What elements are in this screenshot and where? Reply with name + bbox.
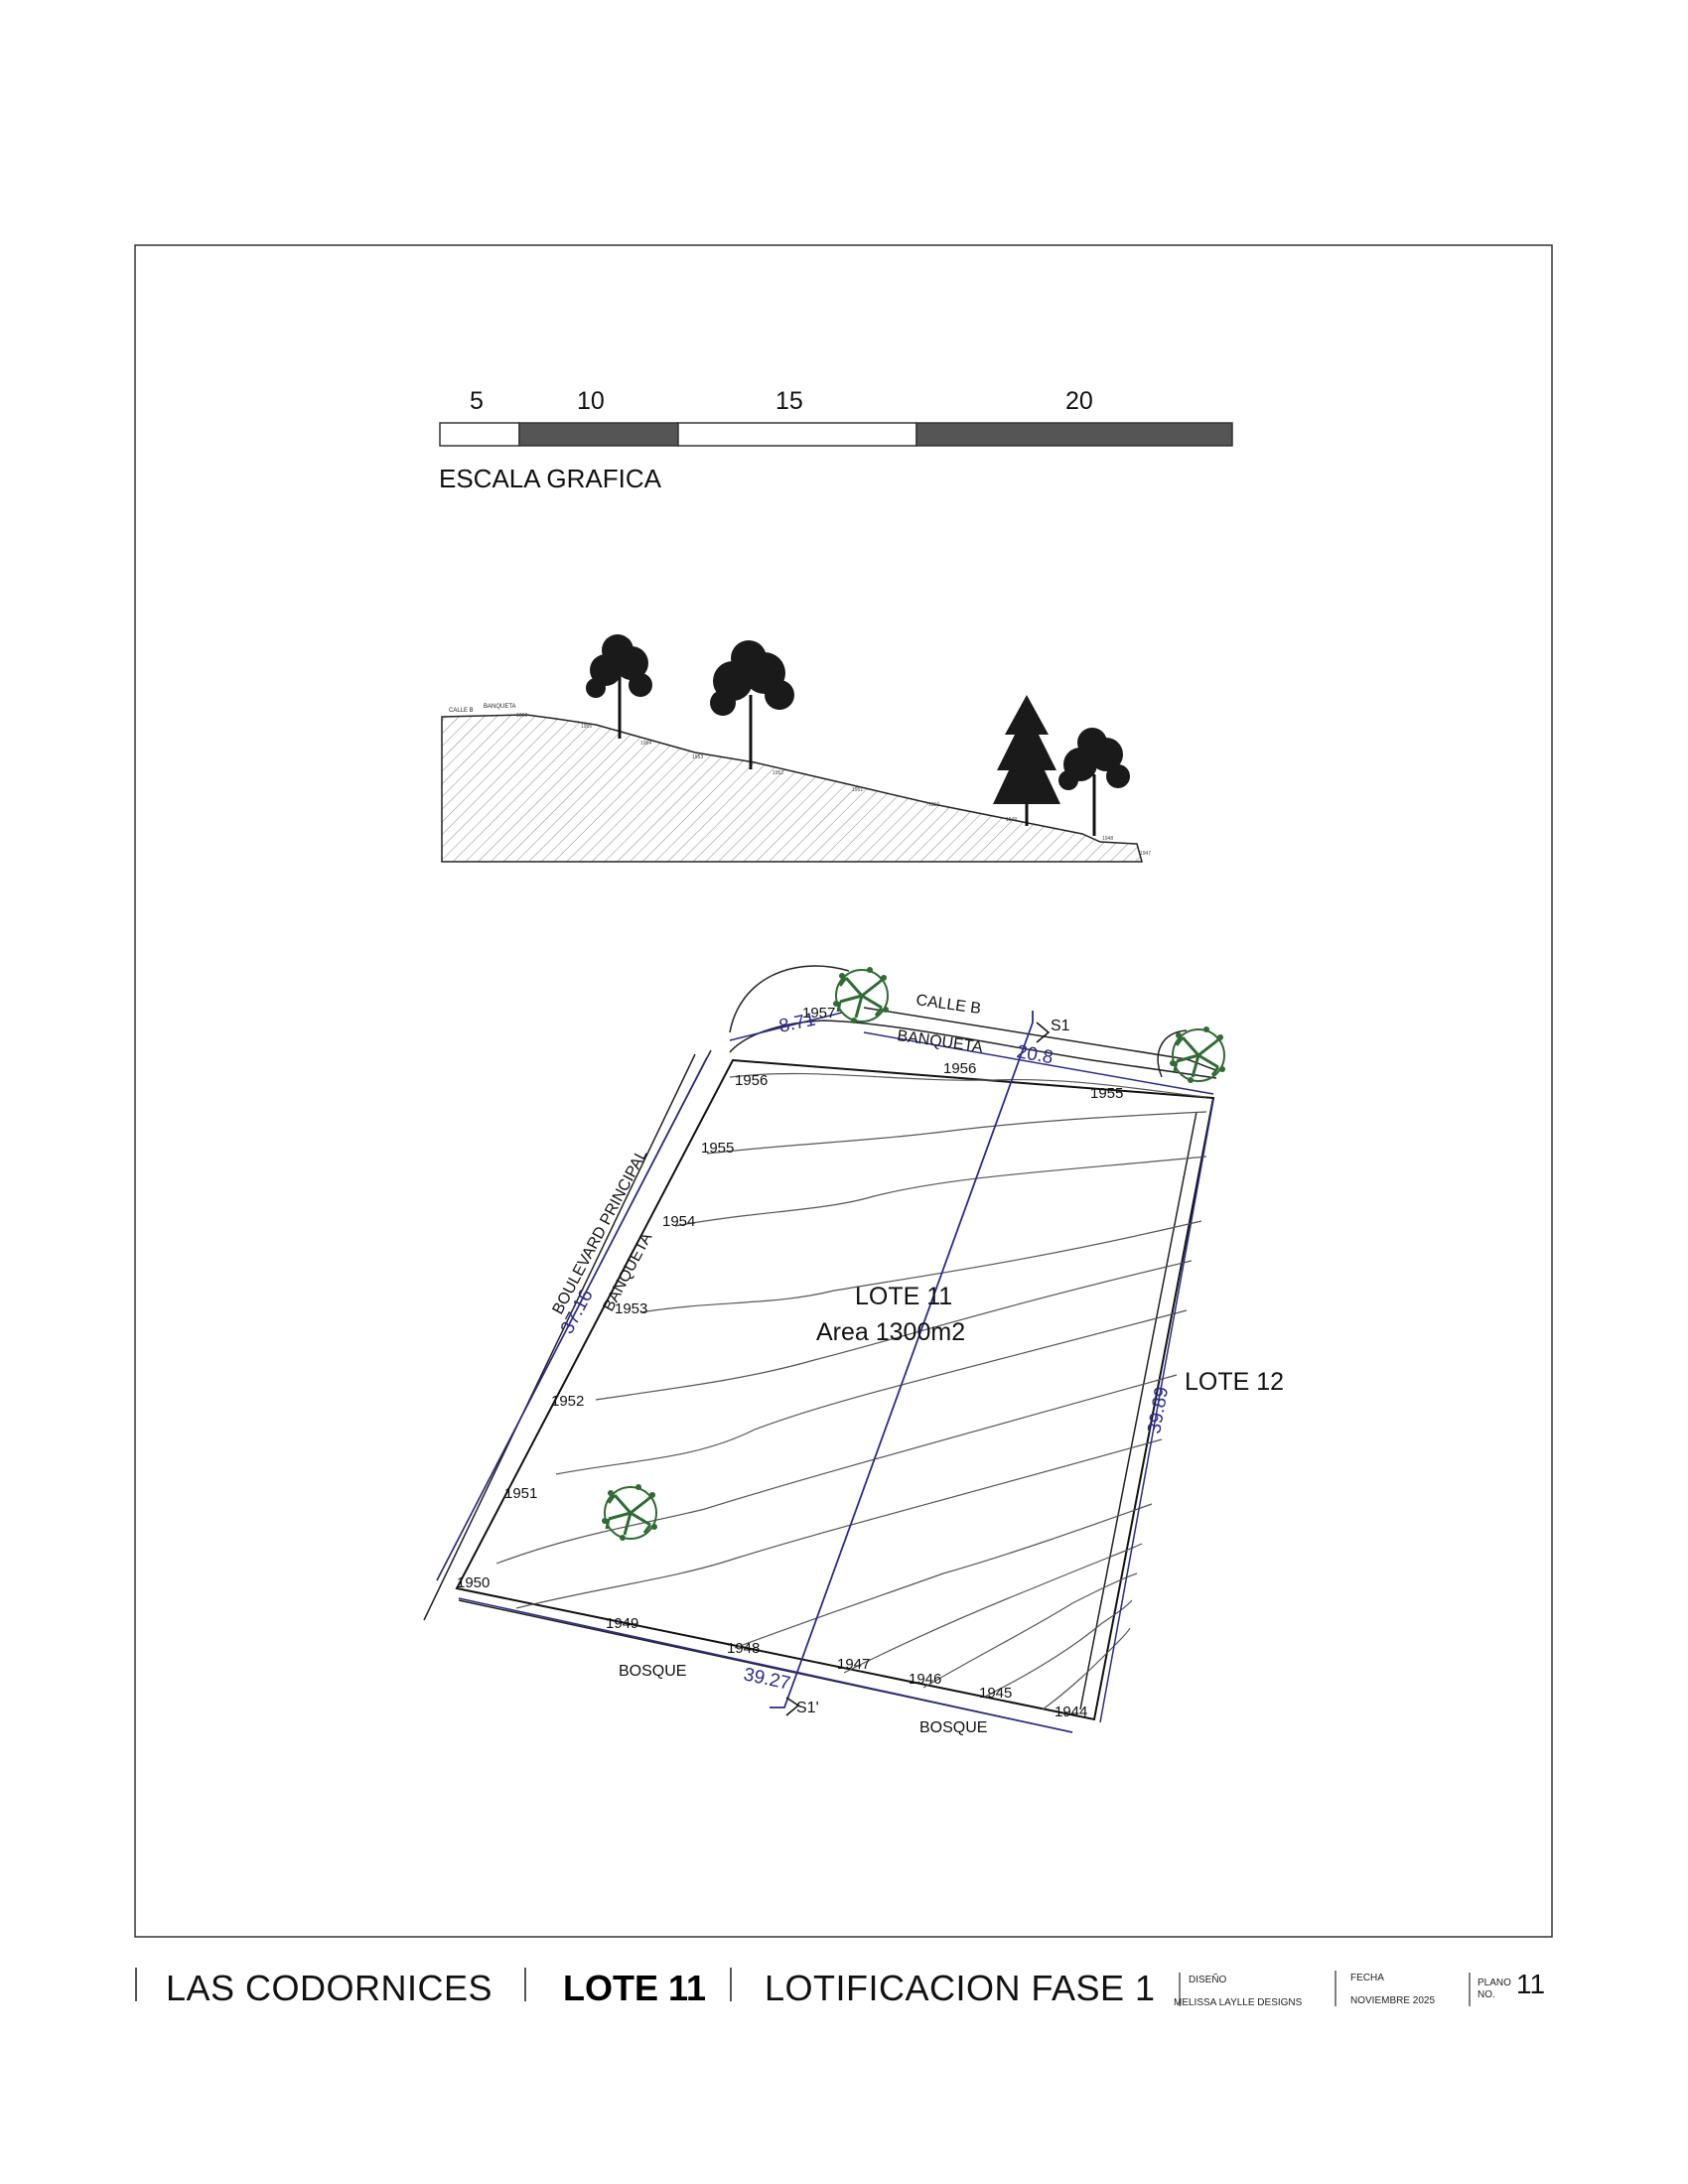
section-elevation: 1948 (1102, 836, 1113, 842)
scale-segment-2 (518, 422, 679, 447)
section-elevation: 1954 (640, 741, 651, 747)
section-arrow-icon (1036, 1022, 1051, 1043)
plan-label: PLANO (1477, 1978, 1511, 1988)
dimension-label: 39.27 (742, 1664, 792, 1694)
contour-label: 1946 (909, 1671, 941, 1688)
section-elevation: 1953 (692, 754, 703, 760)
section-elevation: 1955 (581, 724, 592, 730)
contour-label: 1953 (615, 1300, 647, 1317)
section-tree-icon (586, 634, 652, 739)
scale-segment-3 (677, 422, 917, 447)
date-label: FECHA (1350, 1973, 1384, 1983)
contour-label: 1956 (943, 1060, 976, 1077)
scale-title: ESCALA GRAFICA (439, 464, 662, 493)
title-separator (730, 1968, 732, 2001)
section-arrow-icon (785, 1697, 800, 1716)
contour-label: 1955 (701, 1140, 734, 1157)
scale-segment-1 (439, 422, 520, 447)
boulevard-line (423, 1053, 696, 1621)
contour-lines (495, 1072, 1207, 1710)
contour-label: 1947 (837, 1656, 870, 1673)
terrain-section: CALLE B BANQUETA 1958 1955 1954 1953 195… (441, 634, 1151, 863)
section-tree-icon (1058, 728, 1130, 836)
section-elevation: 1950 (928, 802, 939, 808)
project-name: LAS CODORNICES (166, 1968, 493, 2008)
lot-boundary (455, 1058, 1215, 1721)
street-edge-2 (1157, 1029, 1188, 1078)
title-separator (135, 1968, 137, 2001)
lot-title: LOTE 11 (563, 1968, 707, 2008)
phase-title: LOTIFICACION FASE 1 (765, 1968, 1156, 2008)
section-label: S1 (1051, 1018, 1070, 1034)
contour-label: 1951 (504, 1485, 537, 1502)
section-line (770, 1011, 1034, 1708)
contour-label: 1948 (727, 1640, 760, 1657)
street-curve (729, 965, 850, 1033)
contour-label: 1952 (551, 1393, 584, 1410)
contour-label: 1949 (606, 1615, 638, 1632)
contour-label: 1944 (1055, 1704, 1087, 1720)
section-elevation: 1958 (516, 713, 527, 719)
lot-name: LOTE 11 (855, 1283, 952, 1310)
title-separator (524, 1968, 526, 2001)
title-block-details: DISEÑO MELISSA LAYLLE DESIGNS FECHA NOVI… (1174, 1971, 1511, 2008)
terrain-fill (441, 714, 1143, 863)
dimension-lines (436, 1012, 1214, 1733)
sidewalk-curve (729, 1020, 1217, 1079)
neighbor-lot-label: LOTE 12 (1185, 1368, 1284, 1396)
contour-label: 1955 (1090, 1085, 1123, 1102)
dimension-label: 20.8 (1015, 1041, 1055, 1068)
section-sidewalk-label: BANQUETA (484, 704, 516, 710)
plan-number: 11 (1516, 1969, 1546, 1999)
contour-labels: 1957 1956 1956 1955 1955 1954 1953 1952 … (457, 1005, 1123, 1720)
plan-tree-icon (600, 1482, 659, 1543)
designer-name: MELISSA LAYLLE DESIGNS (1174, 1997, 1303, 2008)
plan-tree-icon (831, 965, 891, 1025)
section-elevation: 1952 (773, 770, 783, 776)
boulevard-label: BOULEVARD PRINCIPAL (550, 1147, 651, 1317)
plan-label-no: NO. (1477, 1989, 1495, 2000)
section-street-label: CALLE B (449, 708, 474, 714)
section-elevation: 1951 (852, 787, 863, 793)
contour-label: 1950 (457, 1574, 490, 1591)
section-label: S1' (796, 1700, 819, 1716)
scale-tick-label: 5 (470, 387, 484, 415)
contour-label: 1957 (802, 1005, 835, 1022)
forest-label: BOSQUE (919, 1719, 987, 1736)
scale-bar: 5 10 15 20 ESCALA GRAFICA (439, 387, 1233, 493)
date-value: NOVIEMBRE 2025 (1350, 1995, 1435, 2006)
section-pine-icon (993, 695, 1060, 826)
contour-label: 1956 (735, 1072, 768, 1089)
scale-tick-label: 15 (775, 387, 803, 415)
design-label: DISEÑO (1189, 1973, 1227, 1985)
contour-label: 1954 (662, 1213, 695, 1230)
dimension-label: 39.89 (1144, 1385, 1173, 1434)
plan-street-label: CALLE B (914, 992, 982, 1018)
section-tree-icon (710, 640, 794, 769)
drawing-frame (134, 244, 1553, 1938)
site-plan: CALLE B BANQUETA BOULEVARD PRINCIPAL BAN… (423, 965, 1284, 1736)
scale-tick-label: 10 (577, 387, 605, 415)
plan-sidewalk-label: BANQUETA (896, 1027, 984, 1056)
section-elevation: 1949 (1006, 817, 1017, 823)
scale-segment-4 (915, 422, 1233, 447)
lot-right-inner (1079, 1111, 1197, 1710)
contour-label: 1945 (979, 1685, 1012, 1702)
forest-label: BOSQUE (619, 1663, 686, 1680)
plan-tree-icon (1168, 1024, 1227, 1085)
scale-tick-label: 20 (1065, 387, 1093, 415)
lot-area: Area 1300m2 (816, 1318, 965, 1346)
section-elevation: 1947 (1140, 851, 1151, 857)
